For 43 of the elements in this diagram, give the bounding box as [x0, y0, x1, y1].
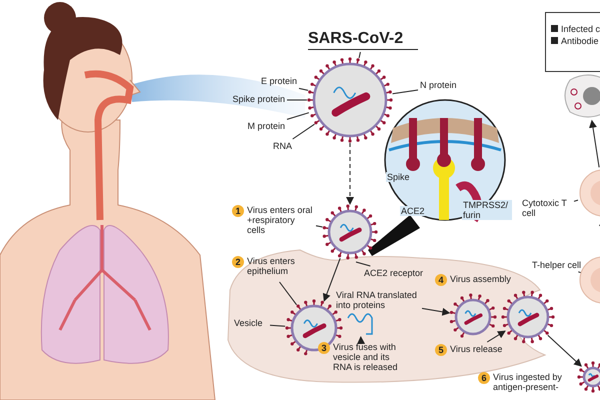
legend-text: Antibodie — [561, 36, 599, 46]
callout-label: Cytotoxic T cell — [522, 198, 572, 220]
leader-line — [356, 262, 371, 266]
callout-label: M protein — [240, 121, 285, 133]
arrow — [422, 308, 450, 316]
leader-line — [286, 112, 310, 120]
virus-title: SARS-CoV-2 — [308, 30, 418, 50]
part-label: Spike — [386, 172, 411, 182]
arrow — [589, 120, 600, 168]
leader-line — [298, 88, 309, 91]
arrow — [547, 334, 582, 367]
leader-line — [270, 324, 286, 327]
step-label: Virus enters oral +respiratory cells — [247, 205, 314, 235]
legend-text: Infected c — [561, 24, 600, 34]
legend-panel — [545, 12, 600, 72]
step-label: Virus assembly — [450, 274, 512, 284]
leader-line — [574, 200, 578, 202]
callout-label: T-helper cell — [532, 260, 590, 272]
step-number: 2 — [232, 256, 244, 268]
step-number: 1 — [232, 205, 244, 217]
step-label: Virus release — [450, 344, 504, 354]
leader-line — [358, 52, 361, 58]
part-label: TMPRSS2/ furin — [462, 200, 512, 220]
step-label: Virus ingested by antigen-present- — [493, 372, 563, 392]
callout-label: N protein — [420, 80, 470, 92]
step-number: 6 — [478, 372, 490, 384]
part-label: ACE2 — [400, 206, 426, 216]
callout-label: E protein — [245, 76, 297, 88]
leader-line — [392, 90, 418, 94]
arrow — [357, 336, 366, 344]
arrow — [346, 142, 354, 205]
leader-line — [279, 282, 298, 306]
leader-line — [292, 124, 315, 140]
callout-label: ACE2 receptor — [364, 268, 434, 280]
step-label: Virus enters epithelium — [247, 256, 296, 276]
callout-label: Viral RNA translated into proteins — [336, 290, 420, 312]
arrow — [486, 330, 506, 342]
leader-line — [316, 225, 323, 228]
arrow — [322, 258, 341, 302]
callout-label: Vesicle — [234, 318, 268, 330]
callout-label: Spike protein — [228, 94, 285, 106]
callout-label: RNA — [270, 141, 292, 153]
step-label: Virus fuses with vesicle and its RNA is released — [333, 342, 399, 372]
